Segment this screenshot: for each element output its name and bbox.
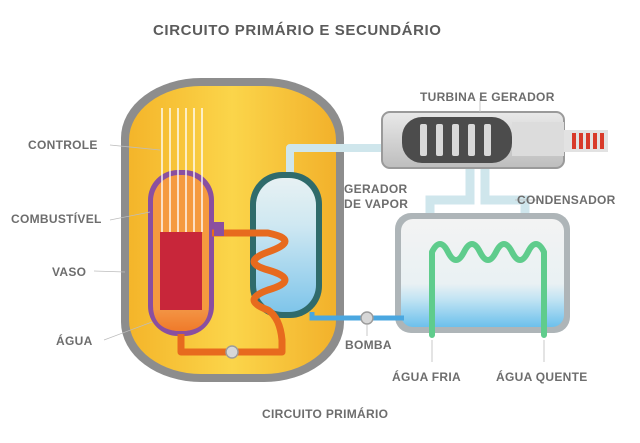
generator-coils [572,133,604,149]
label-agua-fria: ÁGUA FRIA [392,370,461,384]
primary-nozzle [214,222,224,236]
label-gerador-vapor-1: GERADOR [344,182,408,196]
turbine-to-condenser-pipe-2 [480,165,530,218]
label-circuito-primario: CIRCUITO PRIMÁRIO [262,407,389,421]
control-rods [161,108,203,232]
label-gerador-vapor-2: DE VAPOR [344,197,409,211]
primary-coil [250,229,289,314]
label-turbina-gerador: TURBINA E GERADOR [420,90,555,104]
label-agua-quente: ÁGUA QUENTE [496,370,588,384]
primary-pump [225,345,239,359]
turbine-generator [381,111,608,169]
fuel-rods [160,232,202,310]
steam-pipe [286,144,390,180]
diagram-title: CIRCUITO PRIMÁRIO E SECUNDÁRIO [153,22,442,39]
label-vaso: VASO [52,265,87,279]
label-bomba: BOMBA [345,338,392,352]
label-controle: CONTROLE [28,138,98,152]
label-combustivel: COMBUSTÍVEL [11,212,102,226]
label-condensador: CONDENSADOR [517,193,616,207]
secondary-pump [360,311,374,325]
label-leaders [93,98,545,362]
label-agua: ÁGUA [56,334,93,348]
primary-cold-leg [177,307,286,356]
condenser-coil [429,241,547,338]
fuel-core [148,170,214,336]
turbine-to-condenser-pipe [425,165,475,218]
